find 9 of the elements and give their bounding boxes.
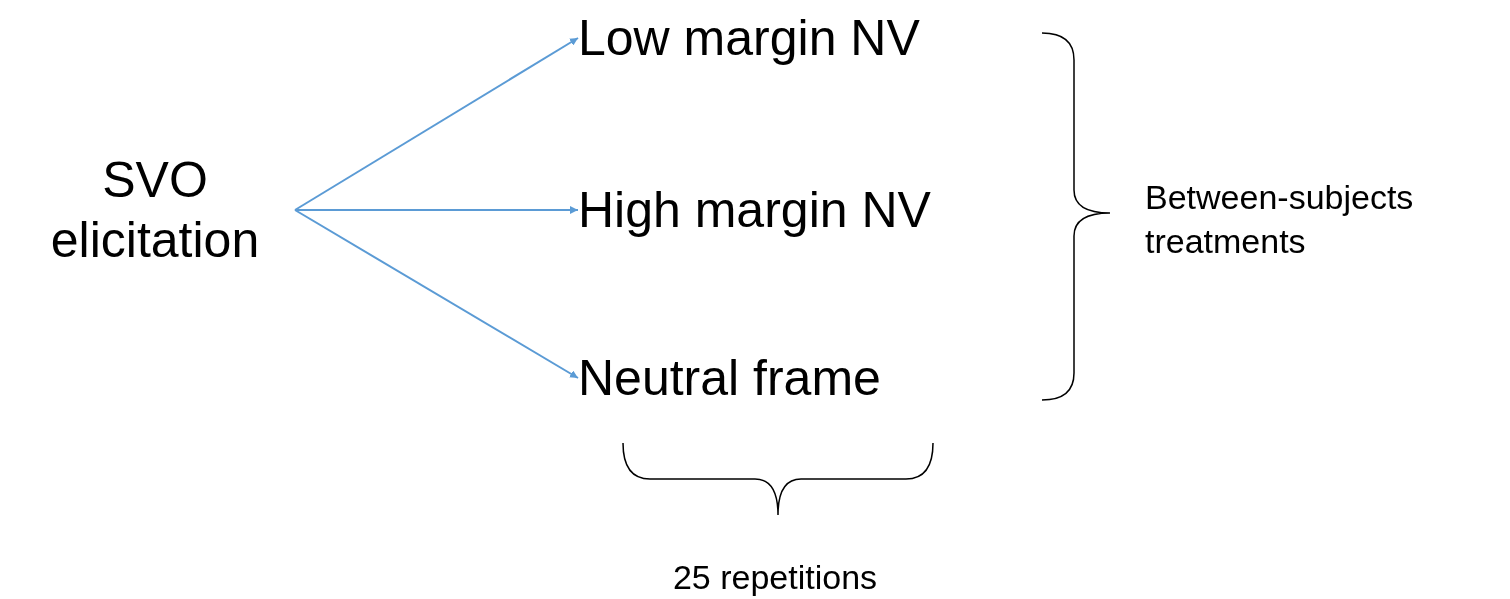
text-label: Neutral frame <box>578 348 881 408</box>
annotation-text: 25 repetitions <box>671 557 879 598</box>
arrow <box>294 209 579 379</box>
arrow <box>294 206 579 214</box>
text-label: High margin NV <box>578 180 931 240</box>
annotation-text: Between-subjects treatments <box>1145 177 1415 262</box>
arrow <box>294 37 579 211</box>
text-label: Low margin NV <box>578 8 920 68</box>
text-label: SVO elicitation <box>15 150 295 270</box>
